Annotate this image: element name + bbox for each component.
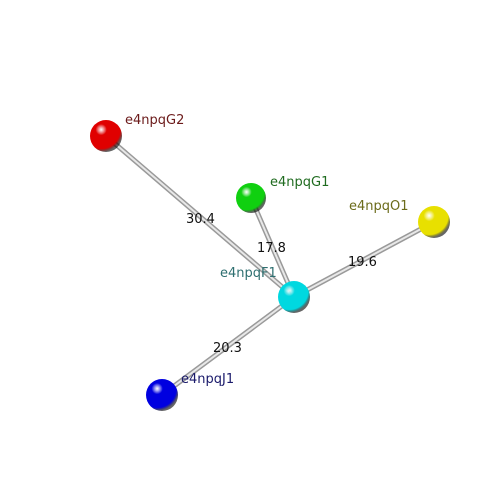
node-label-e4npqO1: e4npqO1 (349, 199, 409, 214)
node-e4npqG2 (90, 120, 122, 152)
node-label-e4npqG1: e4npqG1 (270, 175, 329, 190)
edge-labels-layer: 30.4 17.8 19.6 20.3 (186, 212, 377, 356)
edge-label: 19.6 (348, 255, 377, 270)
edge-label: 20.3 (213, 341, 242, 356)
edge-highlight (105, 135, 295, 298)
edge-label: 30.4 (186, 212, 215, 227)
node-label-e4npqJ1: e4npqJ1 (181, 372, 234, 387)
node-e4npqG1 (236, 183, 266, 213)
edge-label: 17.8 (257, 241, 286, 256)
edge-highlight (250, 197, 295, 298)
node-label-e4npqF1: e4npqF1 (220, 266, 277, 281)
node-label-e4npqG2: e4npqG2 (125, 113, 184, 128)
edge-highlight (293, 221, 435, 298)
node-e4npqO1 (418, 206, 450, 238)
node-e4npqJ1 (146, 379, 178, 411)
edges-layer (103, 133, 437, 398)
edge-highlight (161, 296, 295, 396)
node-labels-layer: e4npqF1 e4npqG2 e4npqG1 e4npqO1 e4npqJ1 (125, 113, 409, 387)
node-e4npqF1 (278, 281, 310, 313)
nodes-layer (90, 120, 450, 411)
